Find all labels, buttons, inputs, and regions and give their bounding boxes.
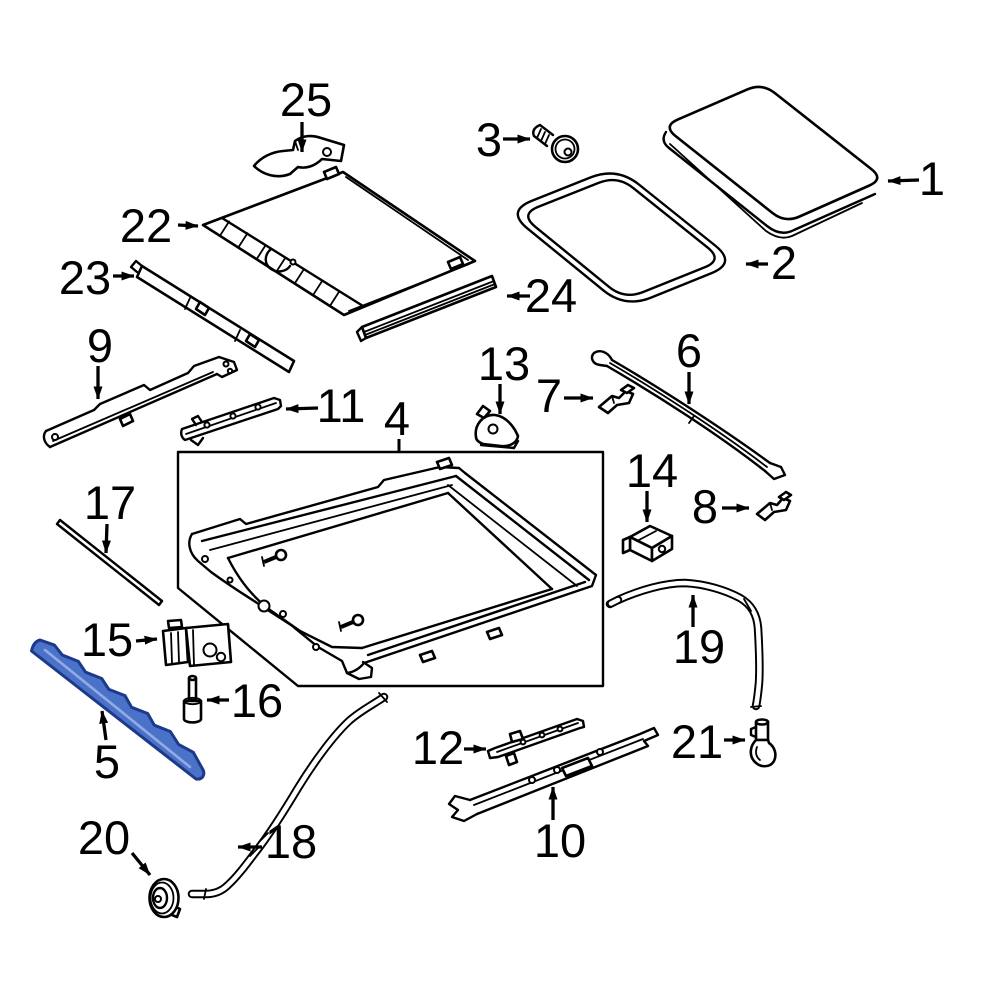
part-13-label: 13 [478, 337, 530, 390]
part-5-arrow [99, 710, 109, 741]
part-14-bracket [621, 524, 674, 563]
callout-2: 2 [745, 236, 797, 289]
part-8-label: 8 [692, 480, 718, 533]
callouts: 1 2 3 4 5 6 7 8 [59, 73, 945, 877]
frame-screw-1 [261, 548, 288, 567]
callout-20: 20 [78, 811, 152, 877]
part-11-label: 11 [317, 379, 366, 432]
part-23-strip [129, 259, 296, 374]
part-1-label: 1 [919, 152, 945, 205]
part-20-label: 20 [78, 811, 130, 864]
part-1-glass-panel [662, 85, 879, 239]
part-12-rail [486, 717, 586, 767]
part-4-label: 4 [384, 392, 410, 445]
part-23-label: 23 [59, 251, 111, 304]
callout-17: 17 [84, 476, 136, 554]
part-3-label: 3 [476, 113, 502, 166]
part-10-label: 10 [534, 814, 586, 867]
callout-15: 15 [81, 613, 158, 666]
callout-19: 19 [673, 594, 725, 673]
callout-21: 21 [671, 715, 746, 768]
part-22-label: 22 [120, 199, 172, 252]
callout-3: 3 [476, 113, 531, 166]
part-19-drain-hose-rear [605, 578, 764, 711]
part-15-label: 15 [81, 613, 133, 666]
part-21-connector [749, 718, 777, 768]
part-17-label: 17 [84, 476, 136, 529]
part-7-label: 7 [536, 369, 562, 422]
callout-12: 12 [412, 721, 487, 774]
part-17-strip [55, 518, 164, 607]
part-13-bracket [474, 404, 520, 450]
callout-9: 9 [87, 319, 113, 400]
part-2-label: 2 [771, 236, 797, 289]
callout-25: 25 [280, 73, 332, 153]
part-25-label: 25 [280, 73, 332, 126]
part-4-frame-assembly [188, 456, 598, 681]
part-20-grommet [148, 877, 182, 919]
part-10-rail [447, 726, 660, 823]
callout-10: 10 [534, 786, 586, 867]
part-3-screw [532, 123, 580, 164]
part-15-arrow [135, 635, 158, 645]
callout-1: 1 [887, 152, 945, 205]
part-15-motor [161, 618, 233, 668]
callout-5: 5 [94, 710, 120, 788]
part-16-label: 16 [231, 674, 283, 727]
part-5-inner-line [43, 648, 192, 769]
part-22-sunshade [201, 165, 477, 317]
part-9-rail [42, 355, 239, 449]
callout-18: 18 [237, 815, 317, 868]
part-4-frame-box [176, 450, 605, 688]
part-17-arrow [101, 523, 111, 554]
part-6-deflector-rail [590, 350, 787, 481]
part-5-label: 5 [94, 735, 120, 788]
part-25-bracket [252, 134, 346, 178]
part-8-bracket [755, 490, 793, 522]
part-7-bracket [597, 383, 636, 415]
callout-4: 4 [384, 392, 410, 451]
part-21-label: 21 [671, 715, 723, 768]
part-24-strip [355, 274, 498, 343]
part-18-label: 18 [265, 815, 317, 868]
callout-24: 24 [506, 269, 577, 322]
part-5-highlighted-strip [30, 638, 206, 781]
part-24-label: 24 [525, 269, 577, 322]
part-20-arrow [130, 851, 152, 877]
part-19-label: 19 [673, 620, 725, 673]
part-1-arrow [887, 176, 920, 186]
frame-screw-2 [338, 613, 365, 632]
callout-13: 13 [478, 337, 530, 415]
callout-14: 14 [626, 444, 678, 523]
part-18-drain-hose [187, 692, 389, 900]
callout-23: 23 [59, 251, 135, 304]
part-6-label: 6 [676, 324, 702, 377]
callout-11: 11 [285, 379, 366, 432]
part-2-seal [516, 172, 727, 303]
callout-16: 16 [206, 674, 283, 727]
callout-7: 7 [536, 369, 594, 422]
part-11-rail [180, 396, 283, 447]
callout-6: 6 [676, 324, 702, 405]
callout-22: 22 [120, 199, 199, 252]
part-9-label: 9 [87, 319, 113, 372]
part-11-arrow [285, 404, 319, 414]
callout-8: 8 [692, 480, 750, 533]
part-16-bolt [182, 674, 203, 724]
part-22-arrow [177, 220, 199, 230]
part-14-label: 14 [626, 444, 678, 497]
part-12-label: 12 [412, 721, 464, 774]
